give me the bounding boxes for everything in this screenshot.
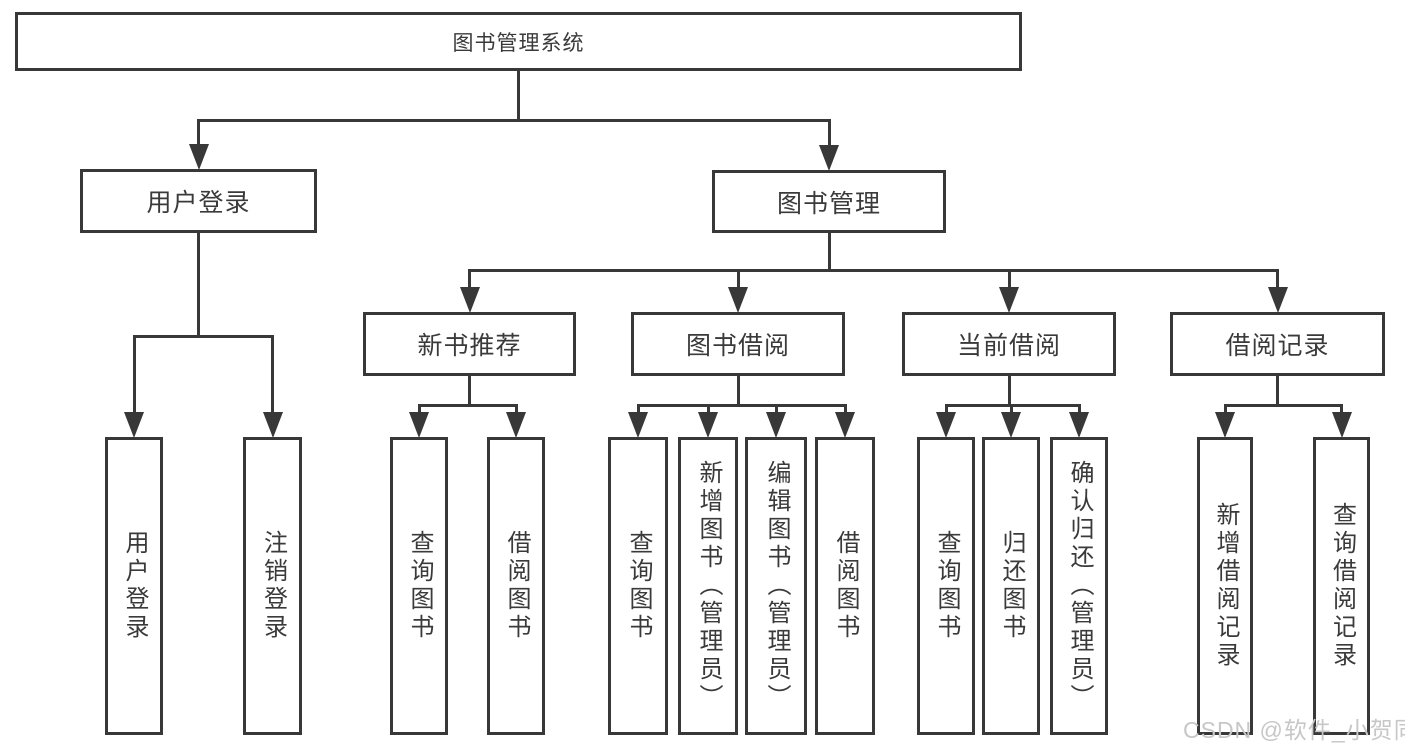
connector-crossbar (468, 268, 1279, 272)
connector-drop (1276, 270, 1279, 290)
arrowhead-icon (698, 412, 718, 438)
arrowhead-icon (999, 287, 1019, 313)
node-label: 查询借阅记录 (1328, 502, 1356, 670)
node-label: 确认归还（管理员） (1066, 460, 1093, 712)
node-book-mgmt: 图书管理 (712, 170, 946, 233)
node-leaf-query-book-3: 查询图书 (917, 437, 975, 735)
connector-drop (1340, 405, 1343, 415)
node-label: 新增图书（管理员） (695, 460, 722, 712)
node-leaf-query-book-1: 查询图书 (390, 437, 448, 735)
arrowhead-icon (1331, 412, 1352, 438)
node-label: 新增借阅记录 (1212, 502, 1239, 670)
node-leaf-borrow-book-1: 借阅图书 (487, 437, 545, 735)
node-user-login: 用户登录 (80, 169, 317, 233)
node-leaf-add-borrow-record: 新增借阅记录 (1197, 437, 1253, 735)
arrowhead-icon (188, 144, 209, 170)
connector-trunk (827, 233, 831, 270)
connector-crossbar (132, 334, 274, 338)
connector-drop (736, 270, 740, 290)
connector-trunk (517, 71, 520, 120)
arrowhead-icon (835, 412, 855, 438)
node-label: 图书借阅 (685, 332, 790, 360)
connector-drop (706, 405, 710, 415)
connector-drop (417, 405, 421, 415)
arrowhead-icon (409, 412, 429, 438)
connector-crossbar (636, 403, 847, 407)
connector-drop (774, 405, 778, 415)
node-leaf-borrow-book-2: 借阅图书 (815, 437, 875, 735)
node-label: 当前借阅 (956, 332, 1061, 360)
arrowhead-icon (1215, 412, 1235, 438)
arrowhead-icon (1267, 287, 1288, 313)
arrowhead-icon (819, 145, 839, 171)
arrowhead-icon (628, 412, 648, 438)
node-label: 借阅图书 (832, 530, 859, 642)
node-label: 编辑图书（管理员） (763, 460, 790, 712)
node-label: 查询图书 (625, 530, 652, 642)
watermark: CSDN @软件_小贺同学 (1183, 717, 1405, 743)
arrowhead-icon (124, 412, 144, 438)
connector-drop (1007, 270, 1011, 290)
connector-drop (843, 405, 847, 415)
arrowhead-icon (262, 412, 283, 438)
node-label: 用户登录 (146, 189, 251, 217)
connector-drop (636, 405, 640, 415)
node-leaf-query-book-2: 查询图书 (608, 437, 668, 735)
node-book-borrow: 图书借阅 (631, 312, 845, 376)
connector-crossbar (197, 118, 831, 122)
arrowhead-icon (936, 412, 956, 438)
node-leaf-user-login: 用户登录 (105, 437, 163, 735)
node-label: 查询图书 (933, 530, 960, 642)
connector-trunk (468, 376, 471, 405)
node-leaf-confirm-return: 确认归还（管理员） (1050, 437, 1108, 735)
connector-drop (468, 270, 471, 290)
connector-trunk (1276, 376, 1279, 405)
connector-crossbar (417, 403, 518, 407)
connector-drop (271, 336, 274, 415)
node-borrow-records: 借阅记录 (1170, 312, 1385, 376)
node-current-borrow: 当前借阅 (902, 312, 1116, 376)
node-label: 归还图书 (998, 530, 1025, 642)
node-label: 图书管理系统 (452, 31, 585, 55)
node-label: 查询图书 (406, 530, 433, 642)
node-leaf-edit-book: 编辑图书（管理员） (745, 437, 807, 735)
connector-trunk (736, 376, 740, 405)
connector-crossbar (944, 403, 1081, 407)
connector-trunk (197, 233, 200, 336)
node-new-book-recommend: 新书推荐 (363, 312, 576, 376)
connector-drop (197, 120, 200, 147)
arrowhead-icon (728, 287, 748, 313)
connector-crossbar (1223, 403, 1343, 407)
node-label: 借阅记录 (1225, 332, 1330, 360)
connector-drop (514, 405, 518, 415)
node-leaf-return-book: 归还图书 (982, 437, 1040, 735)
node-label: 借阅图书 (503, 530, 530, 642)
arrowhead-icon (459, 287, 480, 313)
connector-drop (1223, 405, 1227, 415)
arrowhead-icon (1069, 412, 1089, 438)
node-label: 注销登录 (259, 530, 287, 642)
arrowhead-icon (506, 412, 526, 438)
node-root: 图书管理系统 (15, 12, 1022, 71)
connector-drop (1009, 405, 1013, 415)
connector-drop (944, 405, 948, 415)
node-label: 新书推荐 (417, 332, 522, 360)
node-leaf-add-book: 新增图书（管理员） (678, 437, 738, 735)
connector-drop (1077, 405, 1081, 415)
connector-drop (132, 336, 136, 415)
node-leaf-query-borrow-record: 查询借阅记录 (1313, 437, 1370, 735)
arrowhead-icon (766, 412, 786, 438)
node-label: 图书管理 (776, 189, 881, 218)
node-leaf-logout: 注销登录 (243, 437, 302, 735)
arrowhead-icon (1001, 412, 1021, 438)
connector-drop (827, 120, 831, 148)
node-label: 用户登录 (121, 530, 148, 642)
connector-trunk (1007, 376, 1011, 405)
